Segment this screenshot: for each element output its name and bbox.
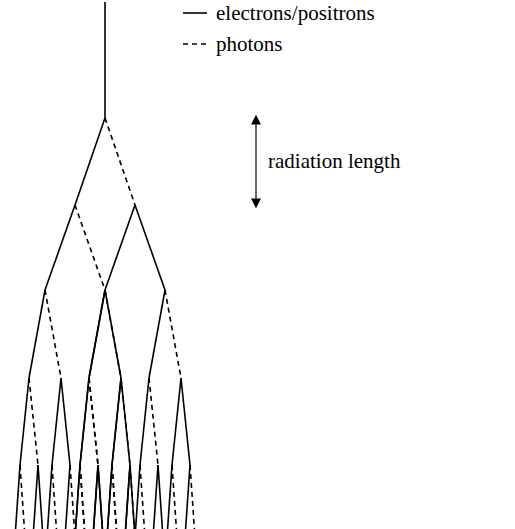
- photon-track: [149, 378, 158, 465]
- legend-dashed-sample: [183, 43, 207, 45]
- photon-track: [140, 465, 146, 529]
- electron-track: [89, 290, 105, 378]
- electron-track: [14, 465, 20, 529]
- electron-track: [45, 205, 75, 290]
- electron-track: [152, 465, 158, 529]
- electron-track: [46, 465, 52, 529]
- electron-track: [80, 378, 89, 465]
- electron-track: [29, 290, 45, 378]
- photon-track: [80, 465, 86, 529]
- shower-tree: [14, 2, 196, 529]
- electron-track: [38, 465, 44, 529]
- photon-track: [190, 465, 196, 529]
- photon-track: [29, 378, 38, 465]
- electron-track: [172, 378, 181, 465]
- electron-track: [80, 378, 89, 465]
- photon-track: [52, 465, 58, 529]
- photon-track: [89, 378, 98, 465]
- electron-track: [112, 378, 121, 465]
- electron-track: [75, 118, 105, 205]
- legend-solid-sample: [183, 12, 207, 14]
- photon-track: [20, 465, 26, 529]
- photon-track: [121, 378, 130, 465]
- electron-track: [20, 378, 29, 465]
- photon-track: [130, 465, 136, 529]
- electron-track: [130, 465, 136, 529]
- electron-track: [106, 465, 112, 529]
- electron-track: [92, 465, 98, 529]
- electron-track: [106, 465, 112, 529]
- photon-track: [165, 290, 181, 378]
- photon-track: [172, 465, 178, 529]
- photon-track: [75, 205, 105, 290]
- photon-track: [45, 290, 61, 378]
- photon-track: [105, 118, 135, 205]
- electron-track: [140, 378, 149, 465]
- electron-track: [121, 378, 130, 465]
- electron-track: [74, 465, 80, 529]
- electron-track: [98, 465, 104, 529]
- electron-track: [112, 378, 121, 465]
- photon-track: [70, 465, 76, 529]
- electron-track: [158, 465, 164, 529]
- legend-text: electrons/positrons: [216, 3, 375, 24]
- photon-track: [80, 465, 86, 529]
- photon-track: [89, 378, 98, 465]
- photon-track: [112, 465, 118, 529]
- electron-track: [98, 465, 104, 529]
- electron-track: [135, 205, 165, 290]
- photon-track: [105, 290, 121, 378]
- electron-track: [61, 378, 70, 465]
- electron-track: [92, 465, 98, 529]
- electron-track: [181, 378, 190, 465]
- electron-track: [64, 465, 70, 529]
- electron-track: [52, 378, 61, 465]
- electron-track: [166, 465, 172, 529]
- electron-track: [124, 465, 130, 529]
- legend-text: photons: [216, 34, 283, 55]
- electron-track: [32, 465, 38, 529]
- electron-track: [184, 465, 190, 529]
- photon-track: [112, 465, 118, 529]
- electron-track: [105, 205, 135, 290]
- electron-track: [74, 465, 80, 529]
- electron-track: [89, 290, 105, 378]
- electron-track: [134, 465, 140, 529]
- electron-track: [105, 290, 121, 378]
- electron-track: [124, 465, 130, 529]
- dimension-label: radiation length: [268, 151, 400, 172]
- electron-track: [104, 2, 106, 118]
- electron-track: [149, 290, 165, 378]
- radiation-length-arrow: [252, 116, 260, 207]
